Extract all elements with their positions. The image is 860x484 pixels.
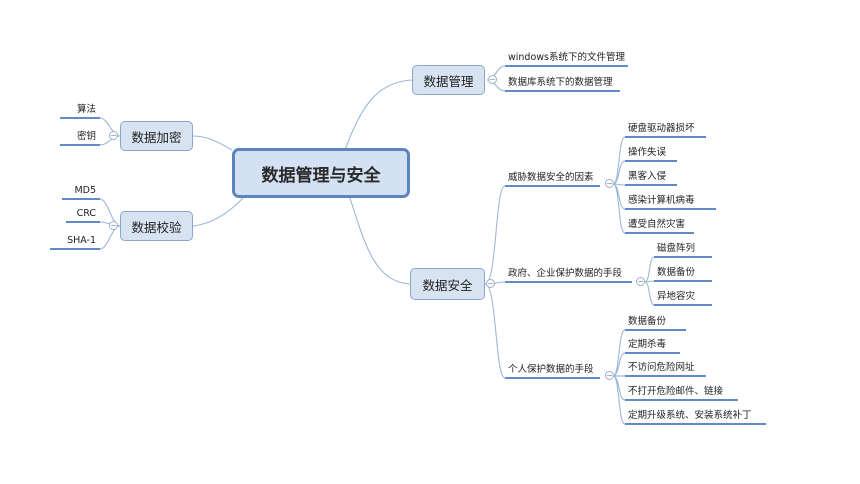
leaf-avoid-dangerous-sites[interactable]: 不访问危险网址 bbox=[628, 362, 695, 373]
leaf-database-management[interactable]: 数据库系统下的数据管理 bbox=[508, 77, 613, 88]
connector-root-jiami bbox=[192, 135, 233, 151]
leaf-algorithm[interactable]: 算法 bbox=[76, 104, 96, 115]
leaf-data-backup-personal[interactable]: 数据备份 bbox=[628, 316, 667, 327]
leaf-underlines bbox=[50, 65, 766, 425]
leaf-natural-disaster[interactable]: 遭受自然灾害 bbox=[628, 219, 686, 230]
leaf-update-system[interactable]: 定期升级系统、安装系统补丁 bbox=[628, 410, 752, 421]
leaf-crc[interactable]: CRC bbox=[76, 208, 96, 219]
node-data-encryption[interactable]: 数据加密 bbox=[120, 121, 193, 151]
sub-threat-factors[interactable]: 威胁数据安全的因素 bbox=[508, 172, 594, 183]
leaf-md5[interactable]: MD5 bbox=[74, 185, 96, 196]
collapse-toggle-data-verification[interactable]: − bbox=[109, 221, 118, 230]
leaf-operation-error[interactable]: 操作失误 bbox=[628, 147, 667, 158]
leaf-data-backup-gov[interactable]: 数据备份 bbox=[657, 267, 696, 278]
collapse-toggle-threat-factors[interactable]: − bbox=[605, 179, 614, 188]
node-data-security[interactable]: 数据安全 bbox=[410, 268, 485, 300]
node-data-management[interactable]: 数据管理 bbox=[412, 65, 485, 95]
leaf-key[interactable]: 密钥 bbox=[76, 131, 96, 142]
collapse-toggle-gov-protection[interactable]: − bbox=[636, 277, 645, 286]
connector-root-guanli bbox=[344, 79, 413, 151]
collapse-toggle-data-encryption[interactable]: − bbox=[109, 131, 118, 140]
sub-gov-protection[interactable]: 政府、企业保护数据的手段 bbox=[508, 268, 623, 279]
leaf-sha1[interactable]: SHA-1 bbox=[67, 235, 96, 246]
connector-root-anquan bbox=[349, 197, 411, 285]
connector-root-jiaoyan bbox=[192, 195, 246, 227]
leaf-windows-file-management[interactable]: windows系统下的文件管理 bbox=[508, 52, 625, 63]
collapse-toggle-data-security[interactable]: − bbox=[486, 279, 495, 288]
sub-personal-protection[interactable]: 个人保护数据的手段 bbox=[508, 364, 594, 375]
leaf-virus-infection[interactable]: 感染计算机病毒 bbox=[628, 195, 695, 206]
leaf-regular-antivirus[interactable]: 定期杀毒 bbox=[628, 339, 667, 350]
root-node[interactable]: 数据管理与安全 bbox=[232, 148, 410, 198]
collapse-toggle-personal-protection[interactable]: − bbox=[605, 371, 614, 380]
collapse-toggle-data-management[interactable]: − bbox=[488, 75, 497, 84]
leaf-avoid-dangerous-mail[interactable]: 不打开危险邮件、链接 bbox=[628, 386, 724, 397]
node-data-verification[interactable]: 数据校验 bbox=[120, 211, 193, 241]
leaf-remote-disaster-recovery[interactable]: 异地容灾 bbox=[657, 291, 696, 302]
leaf-disk-array[interactable]: 磁盘阵列 bbox=[657, 243, 696, 254]
leaf-disk-damage[interactable]: 硬盘驱动器损坏 bbox=[628, 123, 695, 134]
leaf-hacker-intrusion[interactable]: 黑客入侵 bbox=[628, 171, 667, 182]
